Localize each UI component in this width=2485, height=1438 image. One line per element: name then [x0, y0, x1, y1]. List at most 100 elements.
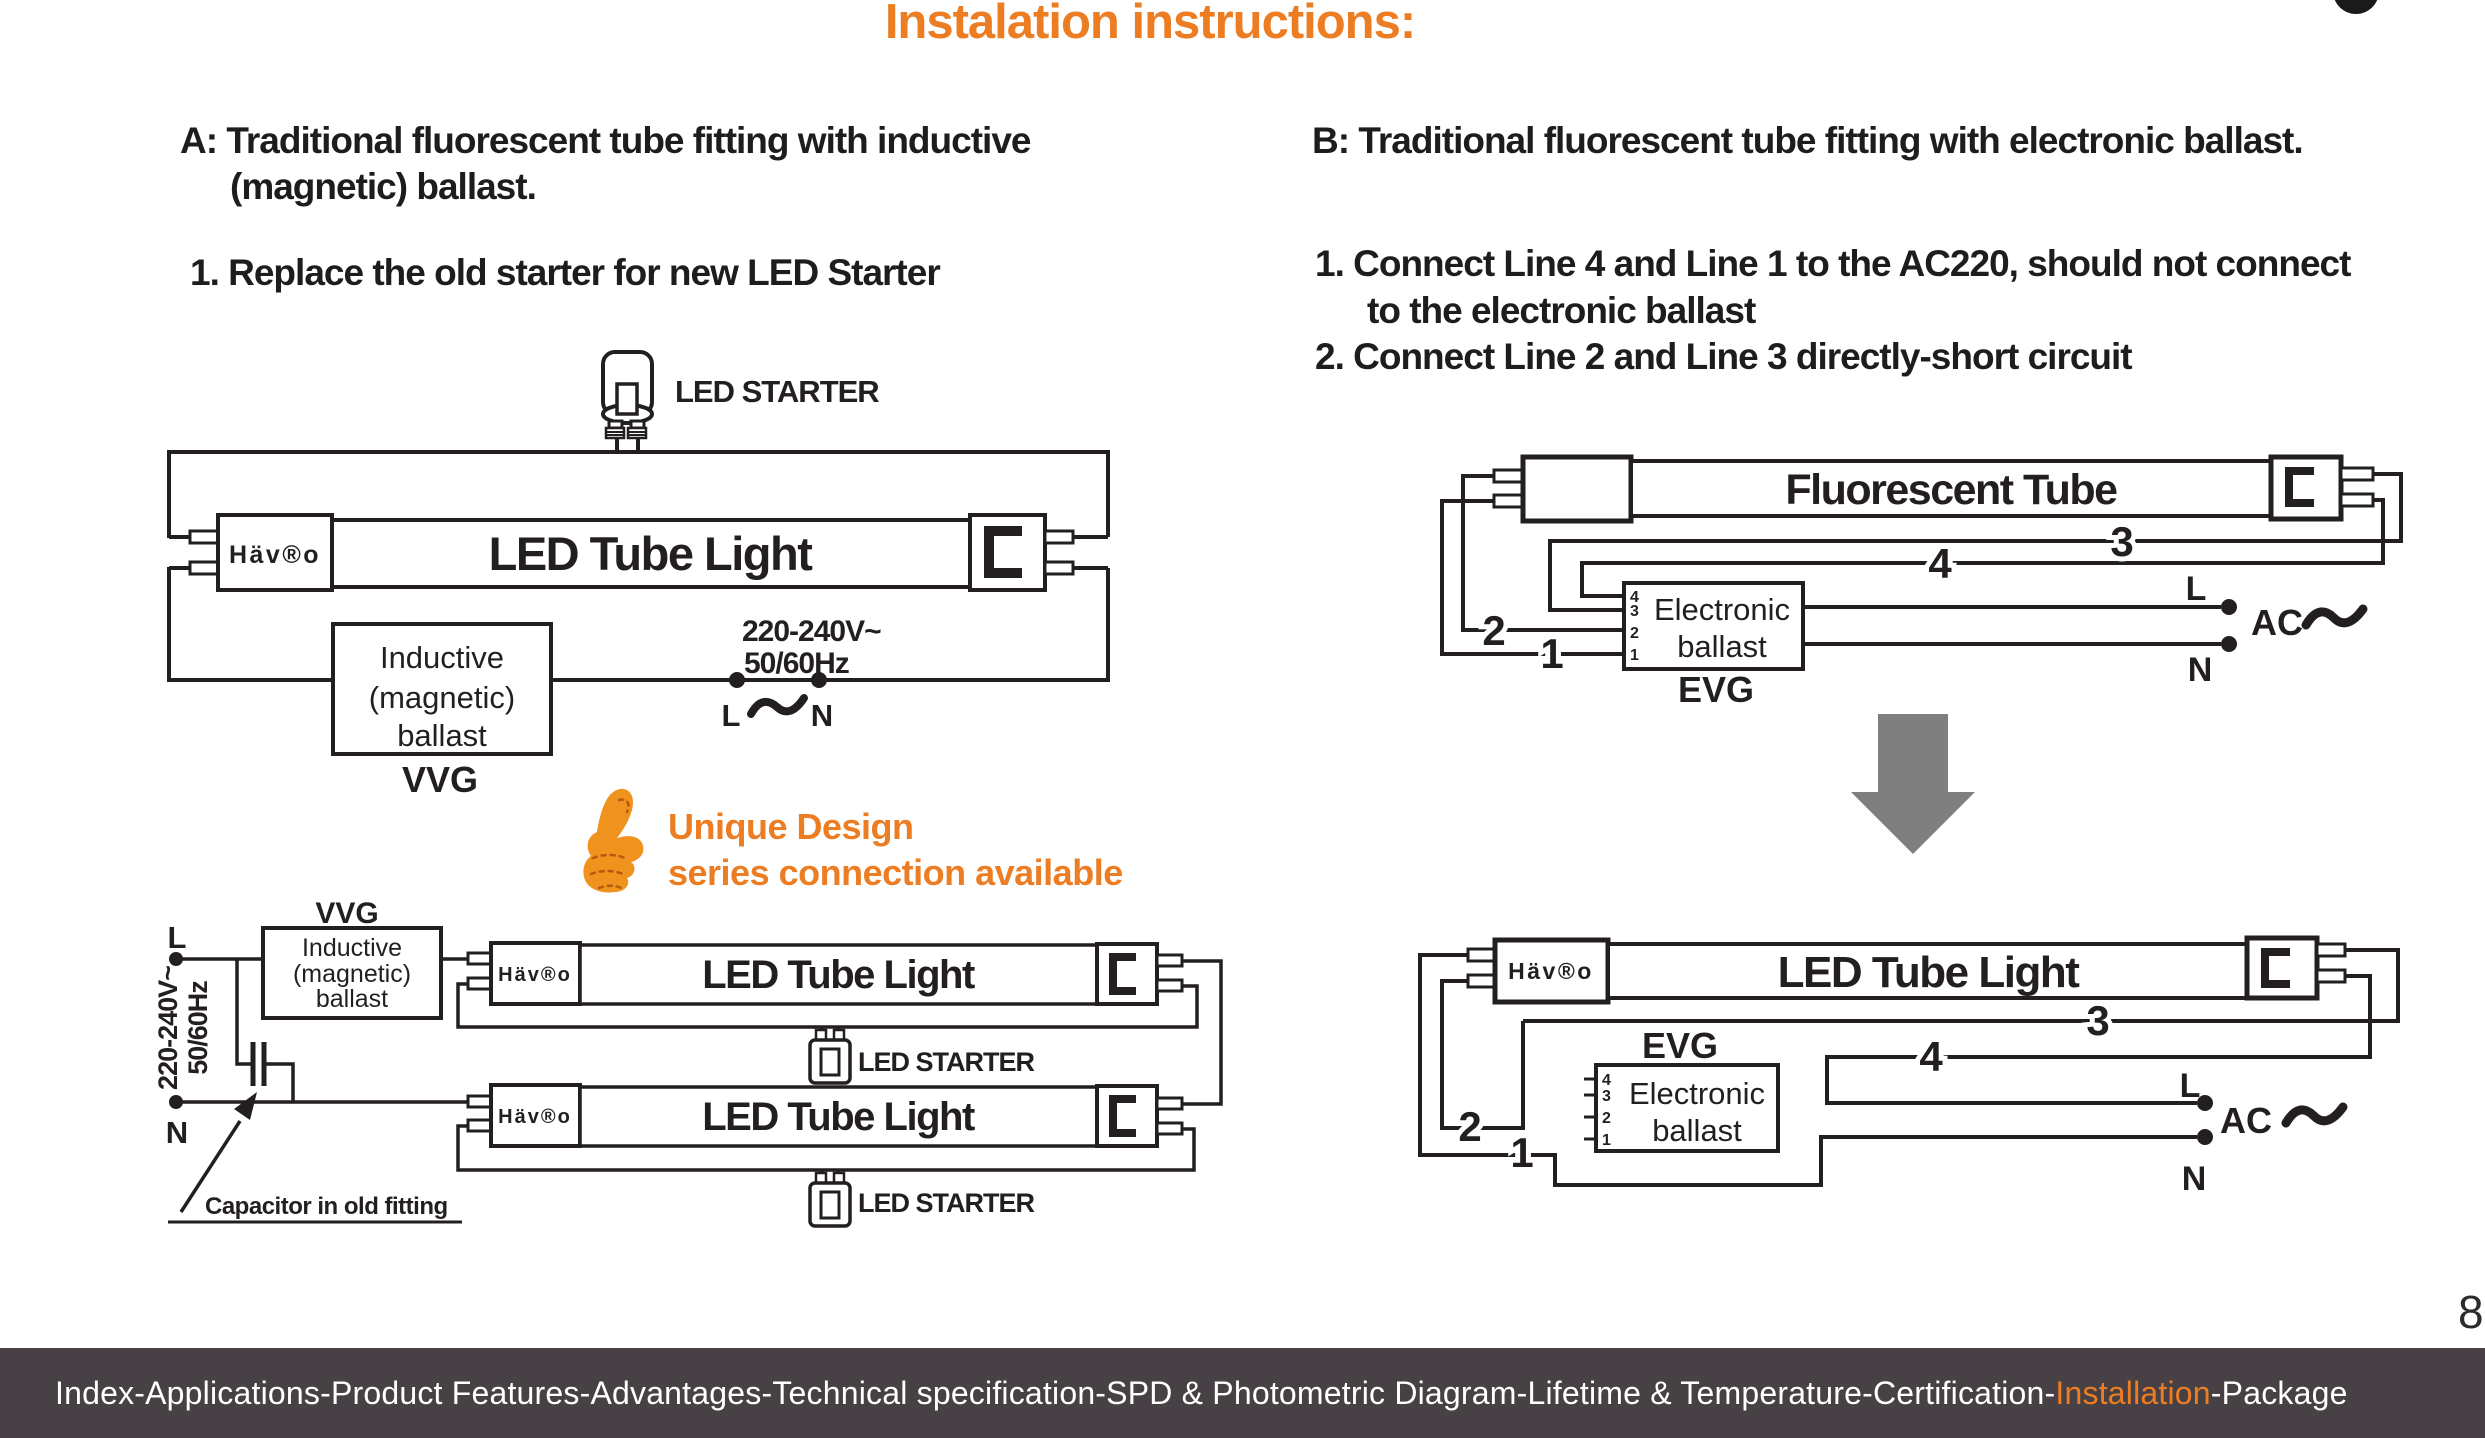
electronic-ballast-box: 4 3 2 1 Electronic ballast EVG — [1622, 581, 1805, 710]
tube-pin — [1043, 560, 1075, 576]
neutral-label: N — [811, 698, 833, 733]
badge-unique-design: Unique Design — [668, 806, 914, 847]
line1-label: 1 — [1540, 630, 1563, 677]
led-starter-icon-upper — [808, 1028, 852, 1085]
line-number-labels: 3 4 2 1 — [1477, 513, 2138, 682]
capacitor-plates — [250, 1042, 267, 1086]
wire-line3 — [1548, 472, 2403, 612]
terminal-dot-live — [169, 952, 183, 966]
ballast-box: Inductive (magnetic) ballast VVG — [331, 622, 553, 800]
neutral-label: N — [166, 1115, 188, 1150]
tube-pin — [188, 560, 220, 576]
tube-pin — [466, 1118, 493, 1133]
ballast-code: EVG — [1642, 1025, 1718, 1066]
starter-window — [615, 382, 639, 416]
wire-starter1-loop — [456, 982, 1199, 1029]
ballast-outline — [1594, 1063, 1780, 1153]
ballast-pin4: 4 — [1602, 1072, 1611, 1089]
wire-line4 — [1580, 498, 2385, 598]
diagram-b-fluorescent: Fluorescent Tube 3 4 2 1 4 3 2 1 Electro… — [1440, 454, 2403, 710]
tube-pin — [2339, 466, 2375, 482]
ballast-line2: (magnetic) — [369, 680, 515, 715]
led-tube — [188, 513, 1075, 592]
page-number: 8 — [2458, 1286, 2484, 1338]
terminal-dot-live — [2197, 1095, 2213, 1111]
wire-line1 — [1440, 499, 1624, 656]
section-b-heading-rest: : Traditional fluorescent tube fitting w… — [1337, 120, 2304, 161]
tube-cap-bracket — [1109, 1095, 1136, 1137]
capacitor-symbol — [250, 1042, 267, 1086]
live-label: L — [2186, 570, 2207, 608]
tube-pin — [1155, 1096, 1184, 1111]
tube-brand: Häv®o — [229, 541, 321, 569]
wires — [167, 436, 1110, 682]
ballast-pin1: 1 — [1630, 647, 1639, 664]
wire-pin-stubs — [169, 535, 1108, 570]
wires — [176, 957, 1223, 1184]
wires — [1418, 948, 2400, 1187]
tube-label: LED Tube Light — [489, 527, 814, 580]
ballast-line1: Inductive — [302, 934, 402, 962]
frequency-label-vertical: 50/60Hz — [183, 981, 213, 1075]
tube-cap-bracket — [2261, 948, 2290, 988]
wire-line2 — [1440, 979, 1525, 1130]
diagram-a-single-tube: LED STARTER Inductive (magnetic) ballast… — [167, 350, 1110, 800]
led-tube-upper — [466, 941, 1184, 1006]
fluorescent-tube — [1492, 454, 2375, 524]
terminal-dot-neutral — [811, 672, 827, 688]
electronic-ballast-box: 4 3 2 1 Electronic ballast — [1594, 1063, 1780, 1153]
line3-label: 3 — [2086, 997, 2109, 1044]
wire-top-loop — [167, 450, 1110, 538]
starter-window — [819, 1190, 841, 1220]
tube-pin — [1492, 493, 1525, 509]
tube-pin — [466, 976, 493, 991]
section-a-heading-rest: : Traditional fluorescent tube fitting w… — [205, 120, 1032, 161]
page-title: Instalation instructions: — [884, 0, 1416, 49]
wire-line2 — [1461, 474, 1624, 632]
tube-pin — [2315, 968, 2347, 984]
footer-nav: Index-Applications-Product Features-Adva… — [0, 1348, 2485, 1438]
thumb-detail-lines — [589, 798, 630, 890]
footer-nav-package: -Package — [2210, 1375, 2348, 1411]
tube-end-cap-right — [2268, 454, 2344, 522]
tube-pin — [1155, 978, 1184, 993]
ac-label: AC — [2220, 1100, 2272, 1141]
corner-dot-decoration — [2333, 0, 2379, 14]
led-tube-lower — [466, 1083, 1184, 1148]
wire-line1 — [1418, 953, 2197, 1187]
ballast-pin3: 3 — [1630, 603, 1639, 620]
ballast-outline — [331, 622, 553, 756]
tube-body — [1629, 459, 2273, 518]
led-starter-label-lower: LED STARTER — [858, 1188, 1034, 1218]
ballast-line1: Electronic — [1654, 592, 1790, 627]
live-label: L — [168, 920, 187, 955]
tube-end-cap-left — [1492, 937, 1611, 1005]
annotation-arrow-line — [179, 1120, 242, 1213]
tube-label: Fluorescent Tube — [1785, 466, 2117, 514]
section-a-heading: A: Traditional fluorescent tube fitting … — [180, 120, 1032, 162]
tube-pin — [466, 1094, 493, 1109]
tube-pin — [1466, 973, 1497, 989]
footer-nav-segments: Index-Applications-Product Features-Adva… — [55, 1375, 2056, 1411]
tube-pin — [466, 951, 493, 966]
wire-bottom-loop — [167, 567, 1110, 682]
ballast-pin2: 2 — [1630, 625, 1639, 642]
line1-label: 1 — [1510, 1129, 1533, 1176]
section-b-step-1-line2: to the electronic ballast — [1367, 290, 1756, 331]
badge-series-connection: series connection available — [668, 852, 1123, 893]
diagram-a-series: VVG Inductive (magnetic) ballast L N 220… — [153, 897, 1223, 1228]
ballast-pin3: 3 — [1602, 1088, 1611, 1105]
capacitor-annotation: Capacitor in old fitting — [168, 1092, 462, 1224]
tube-pin — [1492, 468, 1525, 484]
ac-sine-icon — [2281, 1102, 2348, 1128]
thumb-shape — [583, 788, 644, 893]
neutral-label: N — [2188, 651, 2213, 689]
tube-pin — [2339, 492, 2375, 508]
wire-capacitor-branch — [235, 959, 295, 1102]
ballast-pin1: 1 — [1602, 1132, 1611, 1149]
ballast-line3: ballast — [316, 985, 388, 1013]
tube-end-cap-right — [2244, 935, 2320, 1001]
led-starter-label: LED STARTER — [675, 374, 879, 409]
tube-brand-upper: Häv®o — [498, 964, 572, 986]
footer-bar: Index-Applications-Product Features-Adva… — [0, 1348, 2485, 1438]
